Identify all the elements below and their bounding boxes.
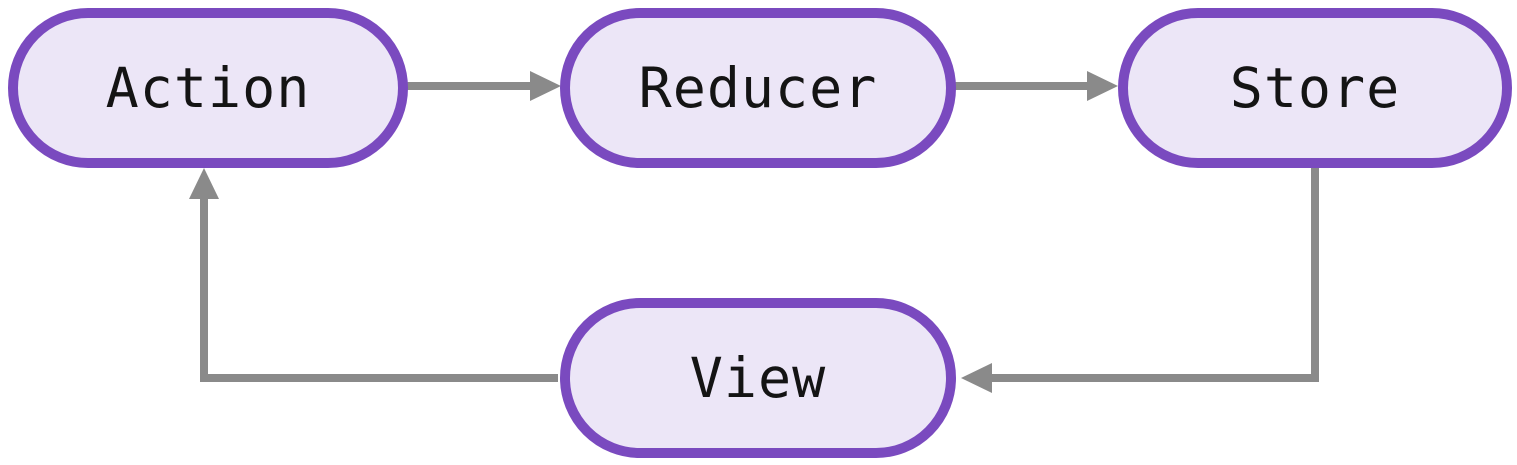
arrow-store-to-view xyxy=(961,166,1319,393)
node-reducer: Reducer xyxy=(560,8,956,168)
node-action-label: Action xyxy=(105,56,311,120)
node-reducer-label: Reducer xyxy=(638,56,878,120)
arrowhead-right-icon xyxy=(1087,71,1118,101)
arrow-line xyxy=(200,198,558,382)
arrow-view-to-action xyxy=(189,168,558,382)
arrow-reducer-to-store xyxy=(954,71,1118,101)
arrow-line xyxy=(992,166,1319,382)
node-action: Action xyxy=(8,8,408,168)
node-store-label: Store xyxy=(1229,56,1401,120)
node-store: Store xyxy=(1118,8,1512,168)
node-view: View xyxy=(560,298,956,458)
node-view-label: View xyxy=(689,346,827,410)
arrowhead-up-icon xyxy=(189,168,219,199)
arrow-action-to-reducer xyxy=(406,71,561,101)
arrowhead-right-icon xyxy=(530,71,561,101)
arrowhead-left-icon xyxy=(961,363,992,393)
